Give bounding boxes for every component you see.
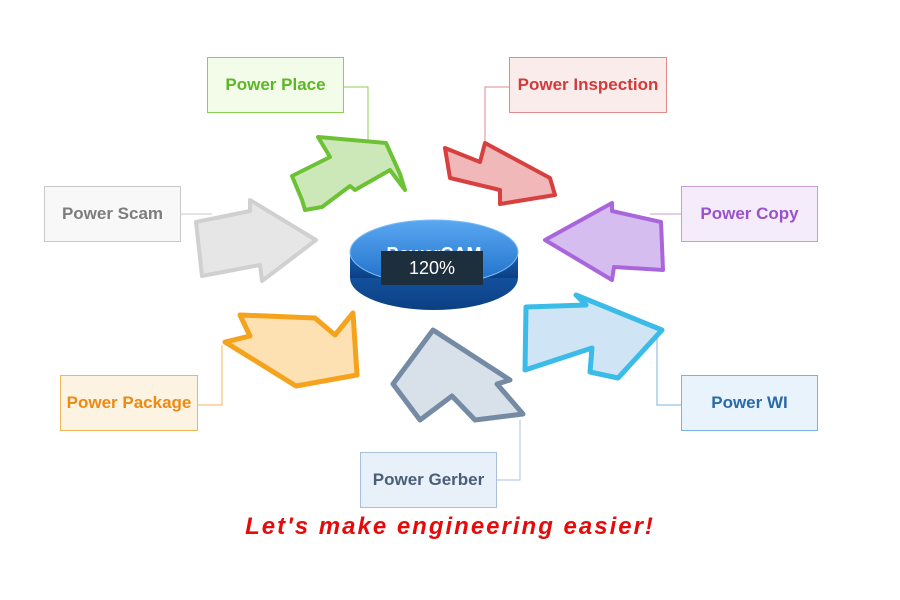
arrow-place (290, 135, 407, 212)
connector-package (198, 345, 223, 406)
box-power-place: Power Place (207, 57, 344, 113)
arrow-copy (543, 201, 665, 282)
tagline: Let's make engineering easier! (245, 513, 655, 540)
arrow-package (222, 310, 360, 389)
connector-inspection (484, 86, 509, 148)
zoom-indicator: 120% (381, 251, 483, 285)
connector-gerber (497, 420, 521, 481)
box-power-scam: Power Scam (44, 186, 181, 242)
box-power-wi: Power WI (681, 375, 818, 431)
box-power-package: Power Package (60, 375, 198, 431)
arrow-inspection (443, 141, 557, 206)
arrow-gerber (390, 327, 526, 423)
arrow-scam (194, 198, 318, 283)
box-power-copy: Power Copy (681, 186, 818, 242)
box-power-gerber: Power Gerber (360, 452, 497, 508)
connector-place (344, 86, 369, 150)
connector-wi (656, 335, 681, 406)
box-power-inspection: Power Inspection (509, 57, 667, 113)
arrow-wi (522, 292, 665, 381)
